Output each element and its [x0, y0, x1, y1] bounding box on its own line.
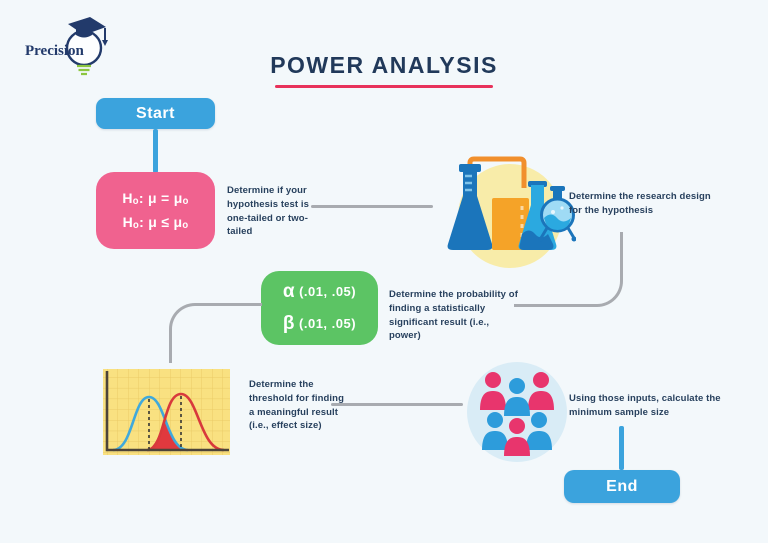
hypothesis-line2: Hₒ: μ ≤ μₒ [122, 213, 189, 230]
page-header: POWER ANALYSIS [0, 52, 768, 88]
step-text-effect-size: Determine the threshold for finding a me… [249, 379, 344, 432]
connector-power-to-effect-size [169, 303, 262, 363]
people-group-icon [461, 354, 573, 471]
alpha-beta-box: α (.01, .05) β (.01, .05) [261, 271, 378, 345]
connector-effect-size-to-sample [331, 403, 463, 406]
start-label: Start [136, 104, 175, 122]
connector-step1-to-research [311, 205, 433, 208]
title-underline [275, 85, 493, 88]
hypothesis-line1: Hₒ: μ = μₒ [122, 189, 189, 206]
alpha-symbol: α [282, 280, 295, 302]
step-text-research-design: Determine the research design for the hy… [569, 191, 711, 216]
connector-research-to-power [514, 232, 623, 307]
end-button[interactable]: End [564, 470, 680, 503]
end-label: End [606, 477, 638, 495]
alpha-values: (.01, .05) [299, 283, 357, 299]
connector-start-to-hypothesis [153, 129, 158, 173]
connector-sample-to-end [619, 426, 624, 470]
beta-values: (.01, .05) [299, 316, 357, 331]
step-text-power: Determine the probability of finding a s… [389, 289, 518, 342]
beta-symbol: β [282, 313, 295, 334]
step-text-tails: Determine if your hypothesis test is one… [227, 185, 310, 238]
overlapping-distributions-chart-icon [97, 367, 233, 466]
lightbulb-grad-cap-icon: Precision [25, 17, 108, 76]
precision-logo: Precision [24, 12, 119, 78]
start-button[interactable]: Start [96, 98, 215, 129]
page-title: POWER ANALYSIS [270, 52, 498, 78]
hypothesis-box: Hₒ: μ = μₒ Hₒ: μ ≤ μₒ [96, 172, 215, 249]
logo-text: Precision [25, 43, 85, 59]
step-text-sample-size: Using those inputs, calculate the minimu… [569, 393, 721, 418]
